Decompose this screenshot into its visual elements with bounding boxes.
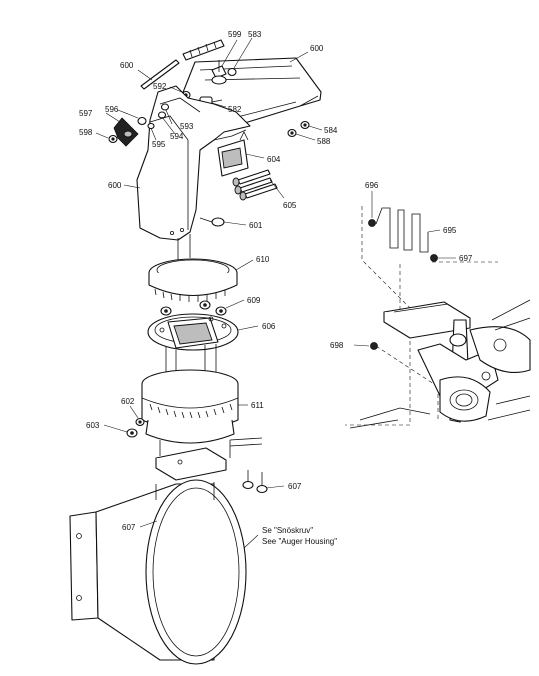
bolts-part-605: [232, 169, 278, 201]
chute-part-600: [136, 85, 251, 241]
nuts-584-588: [287, 120, 310, 138]
nuts-part-609: [160, 300, 227, 316]
nut-part-697: [430, 254, 438, 262]
label-601: 601: [249, 221, 263, 230]
washers-596-598: [108, 116, 147, 144]
label-600-top: 600: [310, 44, 324, 53]
label-697: 697: [459, 254, 473, 263]
star-knob-part-597: [113, 117, 139, 147]
label-599: 599: [228, 30, 242, 39]
screws-part-607-right: [242, 470, 268, 494]
label-597: 597: [79, 109, 93, 118]
label-600-rod: 600: [120, 61, 134, 70]
control-bracket-assembly: [349, 299, 531, 429]
label-594: 594: [170, 132, 184, 141]
screw-part-601: [199, 217, 225, 227]
label-598: 598: [79, 128, 93, 137]
bolt-part-696: [368, 219, 376, 227]
spring-part-695: [375, 207, 429, 253]
part-number-labels: 599 583 600 600 592 582 597 596 593 594 …: [79, 30, 473, 546]
plate-part-606: [147, 313, 239, 351]
washers-593-594-595: [147, 103, 170, 130]
note-auger-housing-english: See "Auger Housing": [262, 537, 337, 546]
label-603: 603: [86, 421, 100, 430]
gear-ring-part-611: [141, 369, 239, 444]
label-588: 588: [317, 137, 331, 146]
label-600-side: 600: [108, 181, 122, 190]
label-584: 584: [324, 126, 338, 135]
chute-base-bracket: [155, 437, 263, 481]
label-696: 696: [365, 181, 379, 190]
label-698: 698: [330, 341, 344, 350]
rod-part-600: [140, 59, 180, 90]
label-592: 592: [153, 82, 167, 91]
assembly-guide-lines: [165, 234, 217, 392]
bracket-part-604: [217, 131, 249, 177]
label-602: 602: [121, 397, 135, 406]
knob-part-599: [211, 60, 227, 85]
label-606: 606: [262, 322, 276, 331]
ring-part-610: [148, 258, 238, 302]
auger-housing-outlet: [69, 479, 247, 665]
leader-lines: [95, 37, 456, 549]
nut-part-698: [370, 342, 378, 350]
label-596: 596: [105, 105, 119, 114]
washers-602-603: [126, 417, 145, 438]
label-611: 611: [251, 401, 264, 410]
label-695: 695: [443, 226, 457, 235]
label-607-left: 607: [122, 523, 136, 532]
label-605: 605: [283, 201, 297, 210]
label-583: 583: [248, 30, 262, 39]
label-607-right: 607: [288, 482, 302, 491]
label-610: 610: [256, 255, 270, 264]
note-auger-housing-swedish: Se "Snöskruv": [262, 526, 313, 535]
label-604: 604: [267, 155, 281, 164]
label-609: 609: [247, 296, 261, 305]
label-582: 582: [228, 105, 242, 114]
label-593: 593: [180, 122, 194, 131]
label-595: 595: [152, 140, 166, 149]
